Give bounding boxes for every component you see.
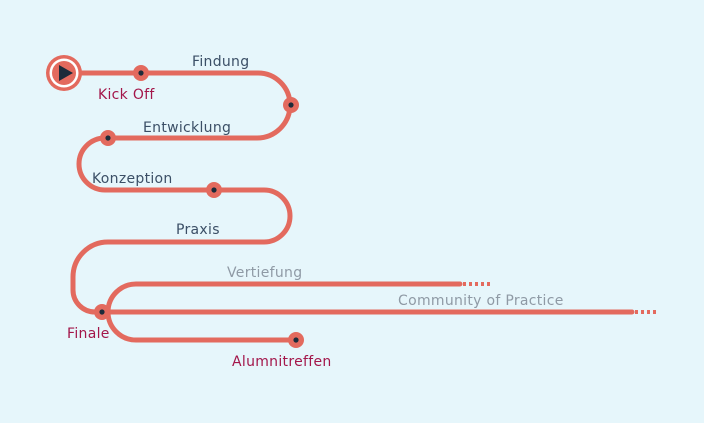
label-community-of-practice: Community of Practice xyxy=(398,293,564,309)
label-kick-off: Kick Off xyxy=(98,87,155,103)
label-entwicklung: Entwicklung xyxy=(143,120,231,136)
label-alumnitreffen: Alumnitreffen xyxy=(232,354,332,370)
label-finale: Finale xyxy=(67,326,110,342)
branch-continuation-dots-vertiefung xyxy=(463,282,490,286)
station-node-entwicklung-top[interactable] xyxy=(283,97,299,113)
label-praxis: Praxis xyxy=(176,222,220,238)
label-findung: Findung xyxy=(192,54,249,70)
station-node-konzeption[interactable] xyxy=(206,182,222,198)
label-konzeption: Konzeption xyxy=(92,171,173,187)
station-node-entwicklung[interactable] xyxy=(100,130,116,146)
branch-continuation-dots-community xyxy=(635,310,656,314)
branch-track-vertiefung xyxy=(105,281,463,315)
station-node-alumnitreffen[interactable] xyxy=(288,332,304,348)
branch-track-alumni xyxy=(105,309,299,343)
start-play-button[interactable] xyxy=(46,55,82,91)
play-icon xyxy=(59,65,73,81)
station-node-finale[interactable] xyxy=(94,304,110,320)
main-track xyxy=(70,70,293,315)
station-node-findung[interactable] xyxy=(133,65,149,81)
label-vertiefung: Vertiefung xyxy=(227,265,302,281)
